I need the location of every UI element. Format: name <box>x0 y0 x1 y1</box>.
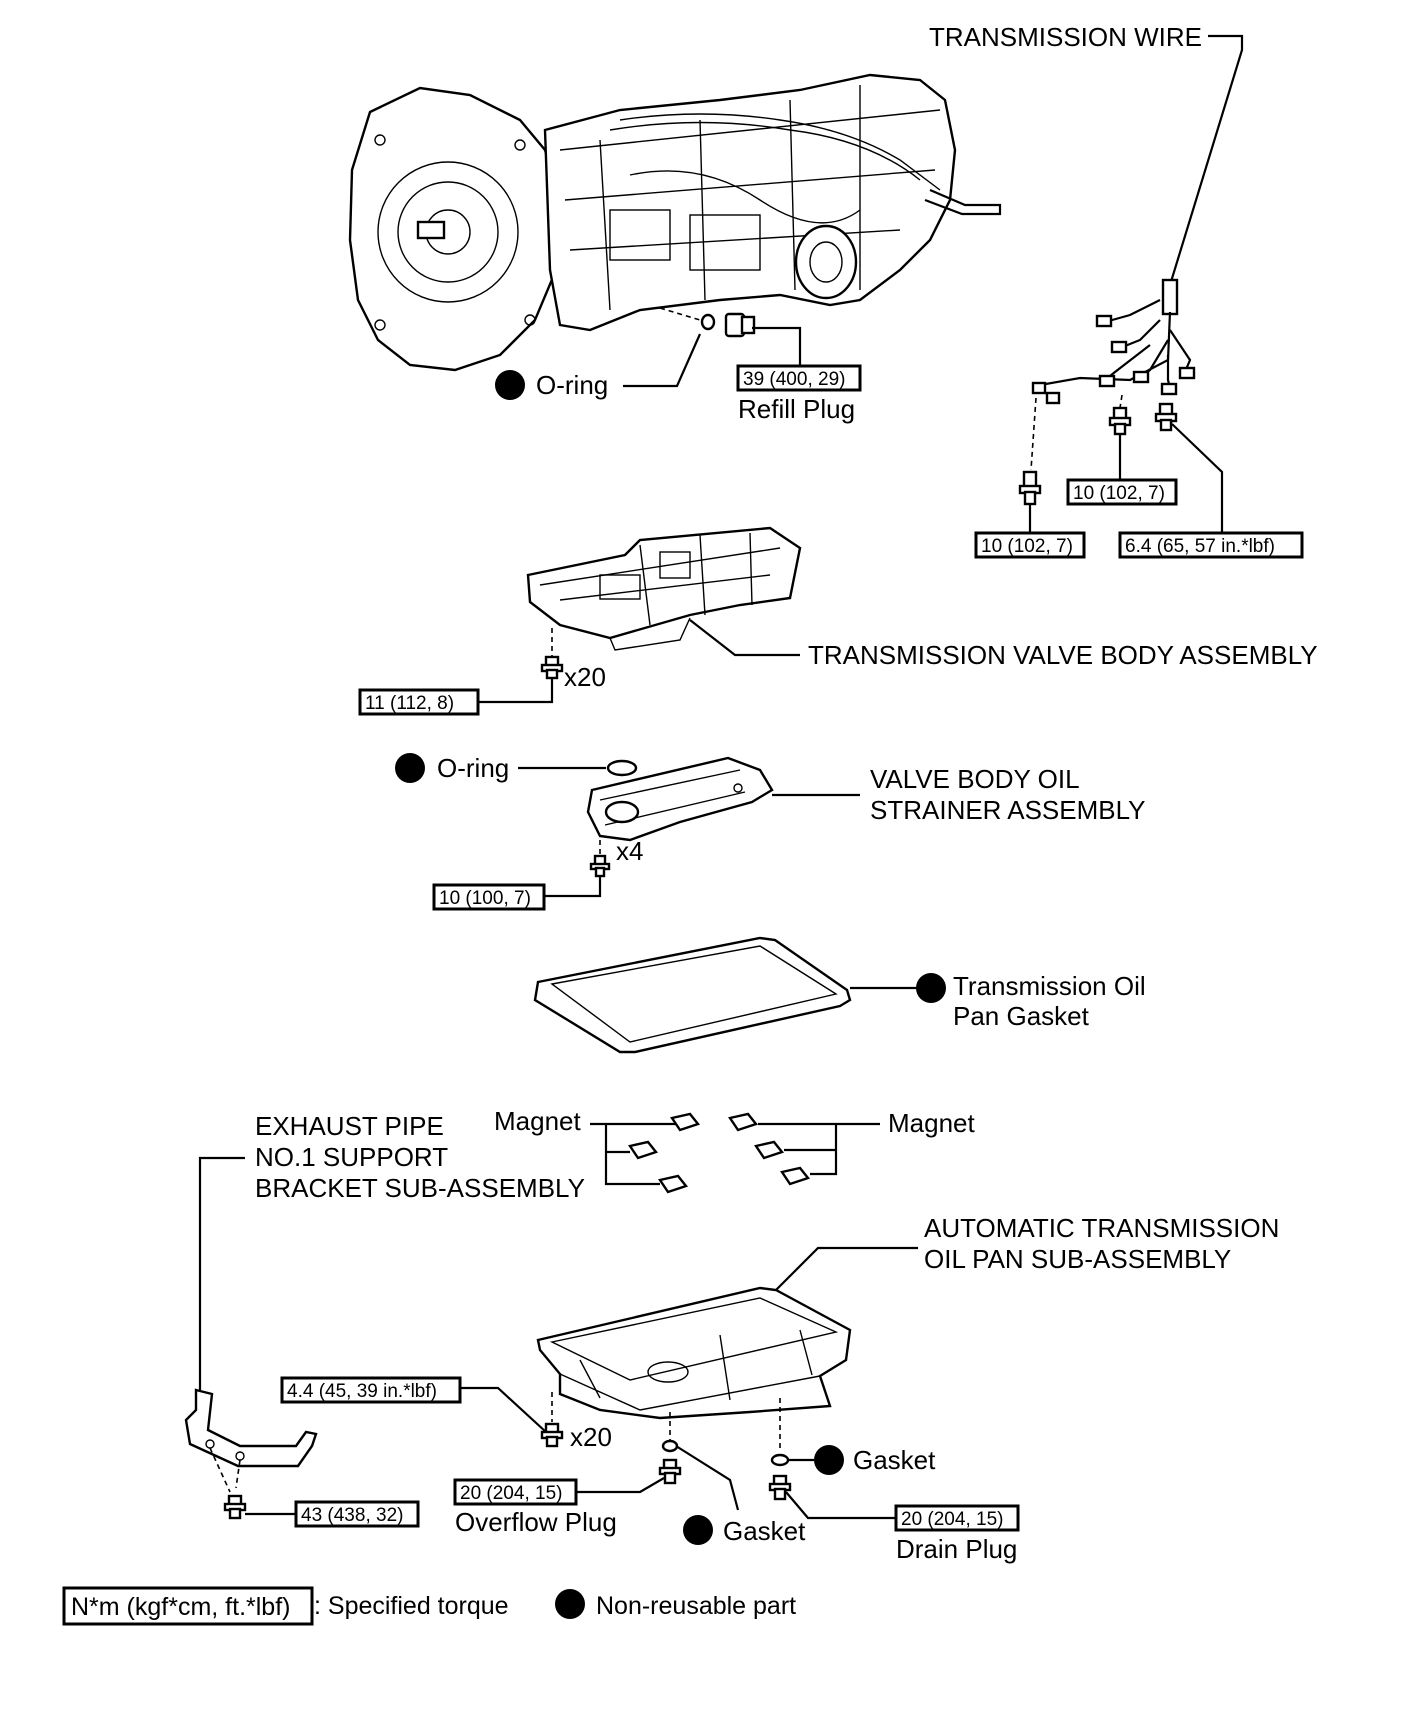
torque-box-wire-left <box>974 531 1086 559</box>
magnet-left-label: Magnet <box>494 1106 581 1136</box>
transmission-wire-harness <box>1031 278 1196 405</box>
wire-bolt-mid <box>1108 406 1132 436</box>
nonreusable-mark-gasket <box>916 973 946 1003</box>
oil-pan-qty: x20 <box>570 1422 612 1452</box>
torque-oil-pan: 4.4 (45, 39 in.*lbf) <box>287 1381 437 1402</box>
torque-box-drain <box>894 1504 1020 1532</box>
torque-wire-left: 10 (102, 7) <box>981 536 1073 557</box>
torque-box-valve-body <box>358 688 480 716</box>
strainer-qty: x4 <box>616 836 643 866</box>
torque-bracket: 43 (438, 32) <box>301 1505 403 1526</box>
overflow-plug-label: Overflow Plug <box>455 1507 617 1537</box>
exhaust-label-line3: BRACKET SUB-ASSEMBLY <box>255 1173 585 1203</box>
torque-refill: 39 (400, 29) <box>743 369 845 390</box>
nonreusable-mark-gasket-drain <box>814 1445 844 1475</box>
nonreusable-mark-oring-top <box>495 370 525 400</box>
oilpan-label-line1: AUTOMATIC TRANSMISSION <box>924 1213 1279 1243</box>
torque-wire-mid: 10 (102, 7) <box>1073 483 1165 504</box>
oring-refill <box>700 313 716 331</box>
oil-pan-illustration <box>536 1286 852 1420</box>
legend-torque-box <box>62 1586 314 1626</box>
torque-drain: 20 (204, 15) <box>901 1509 1003 1530</box>
nonreusable-mark-oring-strainer <box>395 753 425 783</box>
gasket-overflow-label: Gasket <box>723 1516 806 1546</box>
torque-valve-body: 11 (112, 8) <box>365 693 454 714</box>
gasket-overflow-part <box>661 1439 679 1453</box>
valve-body-label: TRANSMISSION VALVE BODY ASSEMBLY <box>808 640 1318 670</box>
torque-box-bracket <box>294 1500 420 1528</box>
oring-strainer-label: O-ring <box>437 753 509 783</box>
nonreusable-mark-gasket-overflow <box>683 1515 713 1545</box>
magnet-right-label: Magnet <box>888 1108 975 1138</box>
valve-body-bolt <box>540 655 564 680</box>
oring-top-label: O-ring <box>536 370 608 400</box>
legend-torque-text: : Specified torque <box>314 1592 509 1620</box>
magnet-left-group <box>628 1112 701 1194</box>
torque-overflow: 20 (204, 15) <box>460 1483 562 1504</box>
torque-box-strainer <box>432 883 546 911</box>
exhaust-label-line2: NO.1 SUPPORT <box>255 1142 448 1172</box>
strainer-illustration <box>586 756 774 842</box>
torque-box-refill <box>736 364 862 392</box>
oil-pan-bolt <box>540 1422 564 1448</box>
refill-plug-label: Refill Plug <box>738 394 855 424</box>
wire-bolt-left <box>1018 470 1042 506</box>
magnet-right-group <box>728 1112 811 1186</box>
oilpan-label-line2: OIL PAN SUB-ASSEMBLY <box>924 1244 1231 1274</box>
transmission-assembly-illustration <box>348 73 1002 372</box>
drain-plug-label: Drain Plug <box>896 1534 1017 1564</box>
valve-body-illustration <box>526 526 802 657</box>
gasket-drain-label: Gasket <box>853 1445 936 1475</box>
legend-nonreusable-mark <box>555 1589 585 1619</box>
overflow-plug-part <box>658 1458 682 1485</box>
oring-strainer <box>606 759 638 777</box>
oil-pan-gasket-illustration <box>533 936 852 1054</box>
drain-plug-part <box>768 1474 792 1501</box>
torque-box-wire-mid <box>1066 478 1178 506</box>
torque-box-wire-right <box>1118 531 1304 559</box>
strainer-label-line1: VALVE BODY OIL <box>870 764 1080 794</box>
wire-bolt-right <box>1154 402 1178 432</box>
transmission-wire-label: TRANSMISSION WIRE <box>929 22 1202 52</box>
legend-nonreusable-text: Non-reusable part <box>596 1592 796 1620</box>
bracket-bolt <box>223 1494 247 1520</box>
refill-plug-group <box>623 307 802 388</box>
torque-strainer: 10 (100, 7) <box>439 888 531 909</box>
torque-wire-right: 6.4 (65, 57 in.*lbf) <box>1125 536 1275 557</box>
legend: N*m (kgf*cm, ft.*lbf) : Specified torque… <box>62 1586 796 1626</box>
torque-box-overflow <box>453 1478 578 1506</box>
gasket-drain-part <box>770 1453 790 1467</box>
legend-torque-box-text: N*m (kgf*cm, ft.*lbf) <box>71 1593 290 1621</box>
strainer-label-line2: STRAINER ASSEMBLY <box>870 795 1146 825</box>
strainer-bolt <box>589 854 611 878</box>
exhaust-label-line1: EXHAUST PIPE <box>255 1111 444 1141</box>
valve-body-qty: x20 <box>564 662 606 692</box>
gasket-label-line1: Transmission Oil <box>953 971 1146 1001</box>
torque-box-oil-pan <box>280 1376 462 1404</box>
gasket-label-line2: Pan Gasket <box>953 1001 1090 1031</box>
